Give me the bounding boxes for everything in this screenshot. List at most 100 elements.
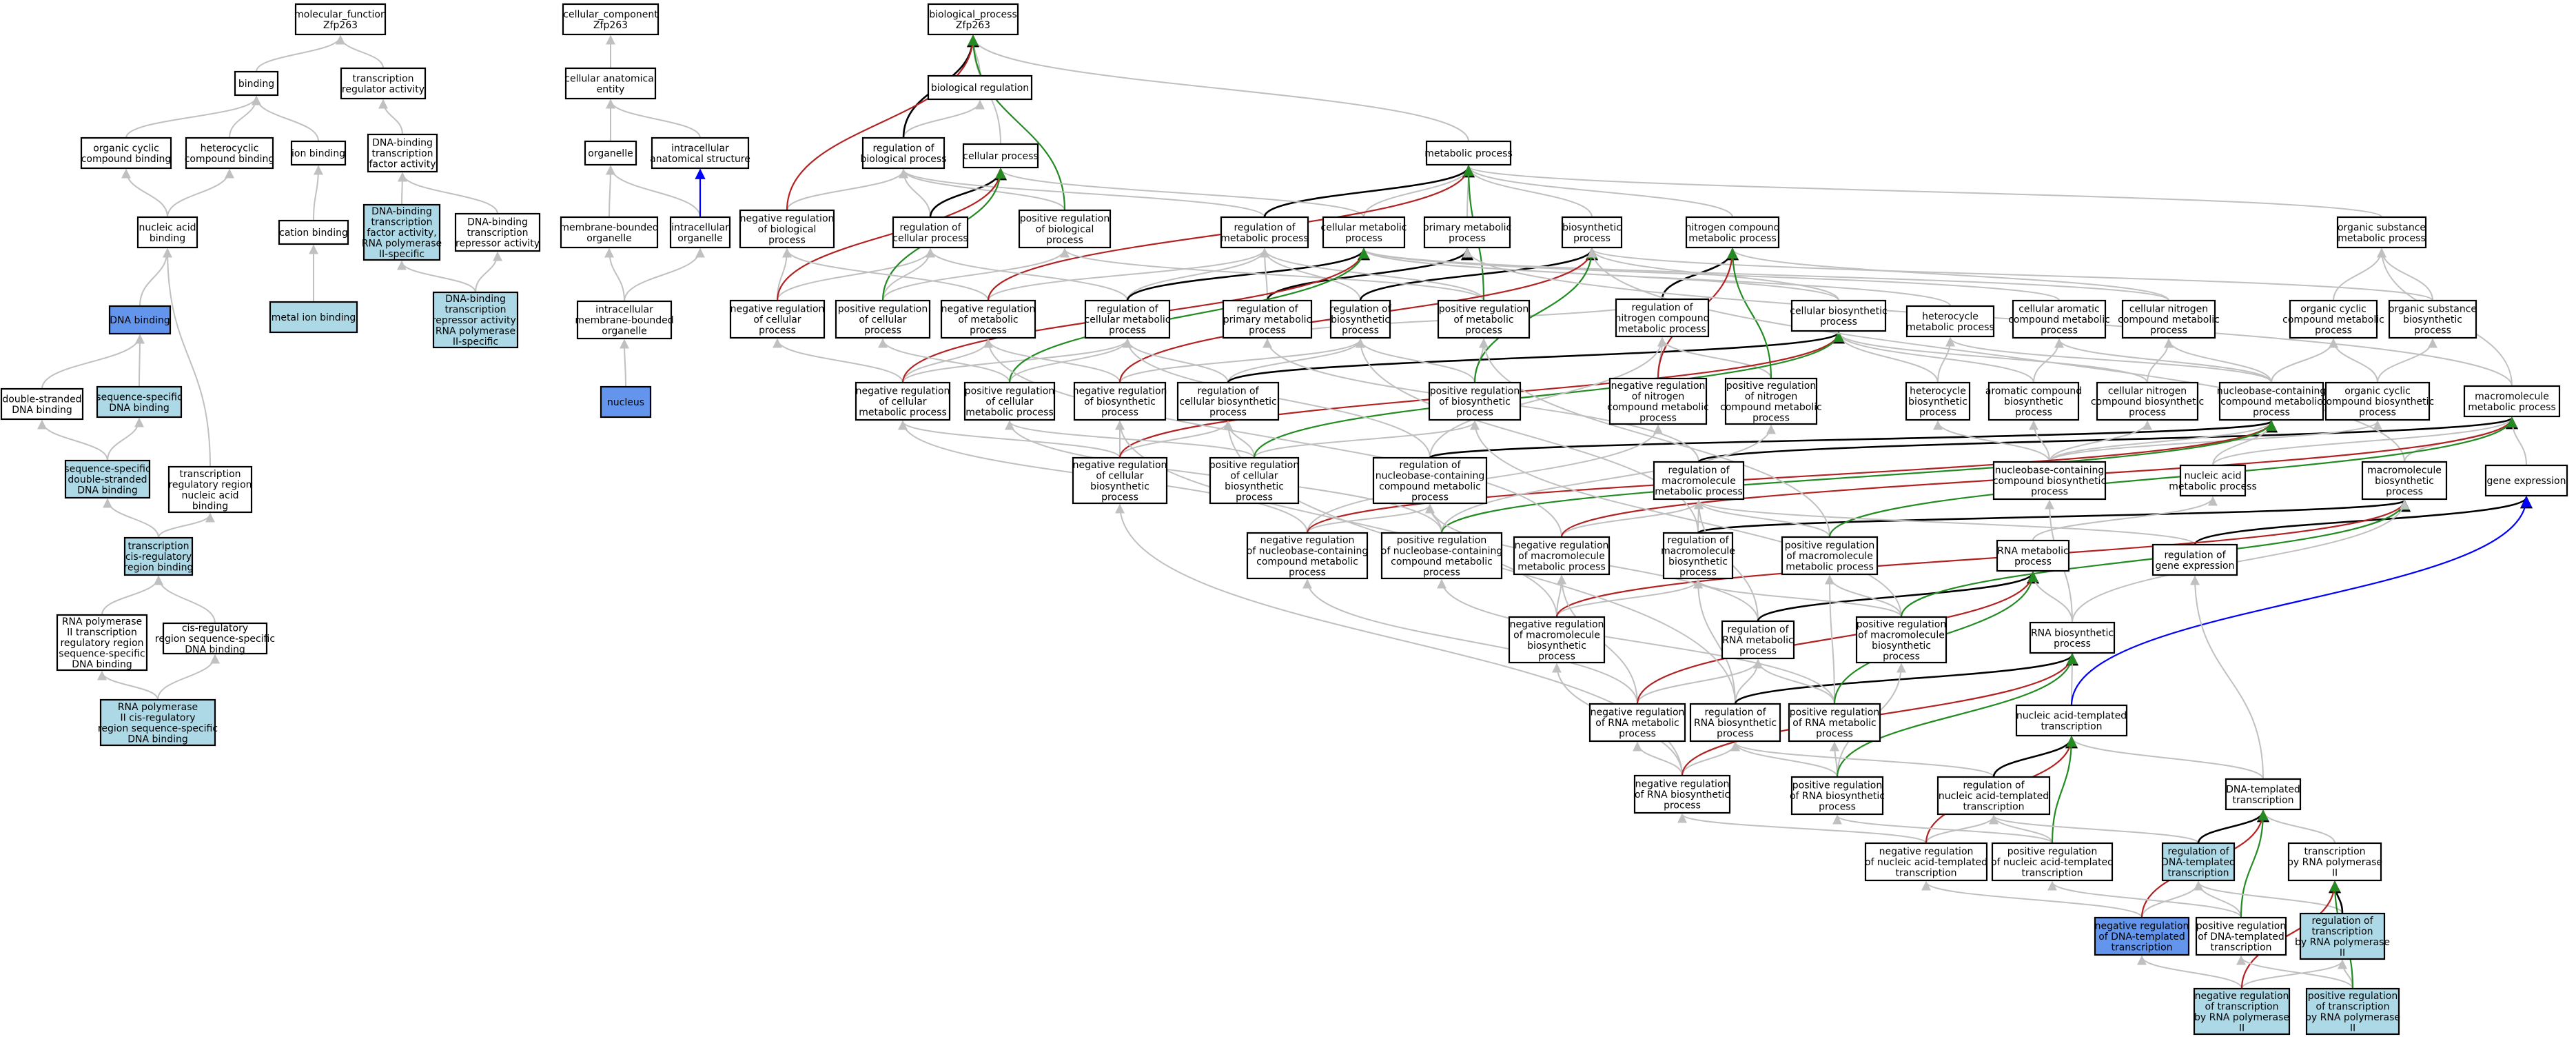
node-bio-reg[interactable]: biological regulation — [927, 74, 1033, 101]
node-met-proc[interactable]: metabolic process — [1424, 140, 1513, 166]
node-gene-expr[interactable]: gene expression — [2484, 464, 2568, 497]
node-binding[interactable]: binding — [234, 70, 279, 97]
node-cell-proc[interactable]: cellular process — [962, 143, 1039, 169]
node-cation-bind[interactable]: cation binding — [278, 219, 349, 245]
node-nucleus[interactable]: nucleus — [600, 385, 652, 418]
node-ion-bind[interactable]: ion binding — [290, 140, 347, 166]
node-organelle[interactable]: organelle — [584, 140, 637, 166]
node-dna-bind[interactable]: DNA binding — [108, 305, 172, 335]
